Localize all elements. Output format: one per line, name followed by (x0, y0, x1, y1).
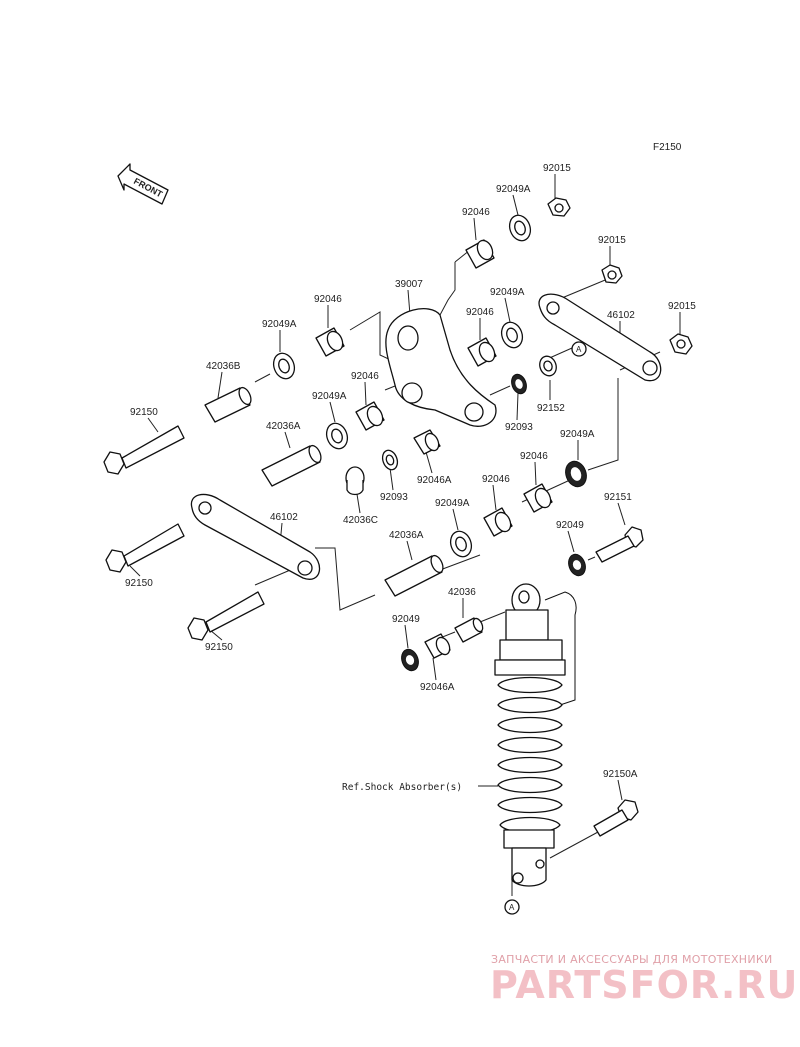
nut-icon (601, 264, 623, 284)
tie-rod-icon (538, 293, 662, 382)
part-label: 92151 (604, 492, 632, 503)
seal-icon (511, 373, 527, 395)
collar-icon (345, 466, 365, 496)
bearing-icon (355, 401, 385, 431)
bearing-icon (483, 507, 513, 537)
collar-icon (204, 386, 252, 423)
part-label: 92046A (417, 475, 452, 486)
part-label: 46102 (270, 512, 298, 523)
watermark-logo: PARTSFOR.RU (490, 963, 799, 1007)
marker-a-icon: A (571, 341, 587, 357)
washer-icon (449, 530, 473, 558)
part-label: 92093 (505, 422, 533, 433)
front-arrow-icon: FRONT (117, 163, 169, 205)
part-label: 92046 (520, 451, 548, 462)
part-label: 92049 (392, 614, 420, 625)
watermark-tagline: ЗАПЧАСТИ И АКСЕССУАРЫ ДЛЯ МОТОТЕХНИКИ (491, 953, 773, 966)
part-label: 46102 (607, 310, 635, 321)
part-label: 39007 (395, 279, 423, 290)
part-label: 92150 (205, 642, 233, 653)
bolt-icon (103, 425, 185, 475)
part-label: 42036C (343, 515, 378, 526)
part-label: 92049A (560, 429, 595, 440)
diagram-code: F2150 (653, 142, 682, 153)
part-label: 42036A (389, 530, 424, 541)
part-label: 92150A (603, 769, 638, 780)
bearing-icon (424, 633, 451, 659)
washer-icon (401, 648, 419, 672)
part-label: 92093 (380, 492, 408, 503)
bearing-icon (467, 337, 497, 367)
part-label: 92150 (125, 578, 153, 589)
nut-icon (547, 197, 571, 217)
collar-icon (384, 554, 444, 597)
rocker-arm-icon (385, 308, 497, 427)
part-label: 42036A (266, 421, 301, 432)
part-label: 92046A (420, 682, 455, 693)
collar-icon (454, 617, 484, 643)
part-label: 92015 (543, 163, 571, 174)
marker-a-label: A (576, 345, 582, 354)
part-label: 92046 (314, 294, 342, 305)
part-label: 92049A (490, 287, 525, 298)
washer-icon (539, 355, 557, 377)
part-label: 92150 (130, 407, 158, 418)
washer-icon (508, 214, 532, 242)
part-label: 92046 (351, 371, 379, 382)
tie-rod-icon (190, 493, 321, 580)
seal-icon (381, 449, 399, 471)
bolt-icon (105, 523, 185, 573)
bearing-icon (413, 429, 441, 455)
washer-icon (272, 352, 296, 380)
part-label: 92015 (598, 235, 626, 246)
bolt-icon (187, 591, 265, 641)
part-label: 92049A (496, 184, 531, 195)
washer-icon (565, 460, 587, 488)
bearing-icon (523, 483, 553, 513)
part-labels: 92015 92049A 92046 92015 39007 92049A 92… (125, 163, 696, 780)
part-label: 92049A (312, 391, 347, 402)
part-label: 92046 (482, 474, 510, 485)
part-label: 92049A (262, 319, 297, 330)
shock-absorber-icon (494, 583, 577, 887)
ref-shock-absorber-label: Ref.Shock Absorber(s) (342, 782, 462, 793)
part-drawings: A A (103, 197, 693, 915)
collar-icon (261, 444, 322, 487)
part-label: 92046 (466, 307, 494, 318)
marker-a-label: A (509, 903, 515, 912)
part-label: 42036B (206, 361, 241, 372)
bolt-icon (593, 799, 639, 837)
marker-a-icon: A (504, 899, 520, 915)
washer-icon (568, 553, 586, 577)
nut-icon (669, 333, 693, 355)
washer-icon (325, 422, 349, 450)
part-label: 92049 (556, 520, 584, 531)
bolt-icon (595, 526, 644, 563)
part-label: 92046 (462, 207, 490, 218)
washer-icon (500, 321, 524, 349)
bearing-icon (315, 327, 345, 357)
part-label: 42036 (448, 587, 476, 598)
part-label: 92049A (435, 498, 470, 509)
part-label: 92015 (668, 301, 696, 312)
bearing-icon (465, 239, 495, 269)
part-label: 92152 (537, 403, 565, 414)
